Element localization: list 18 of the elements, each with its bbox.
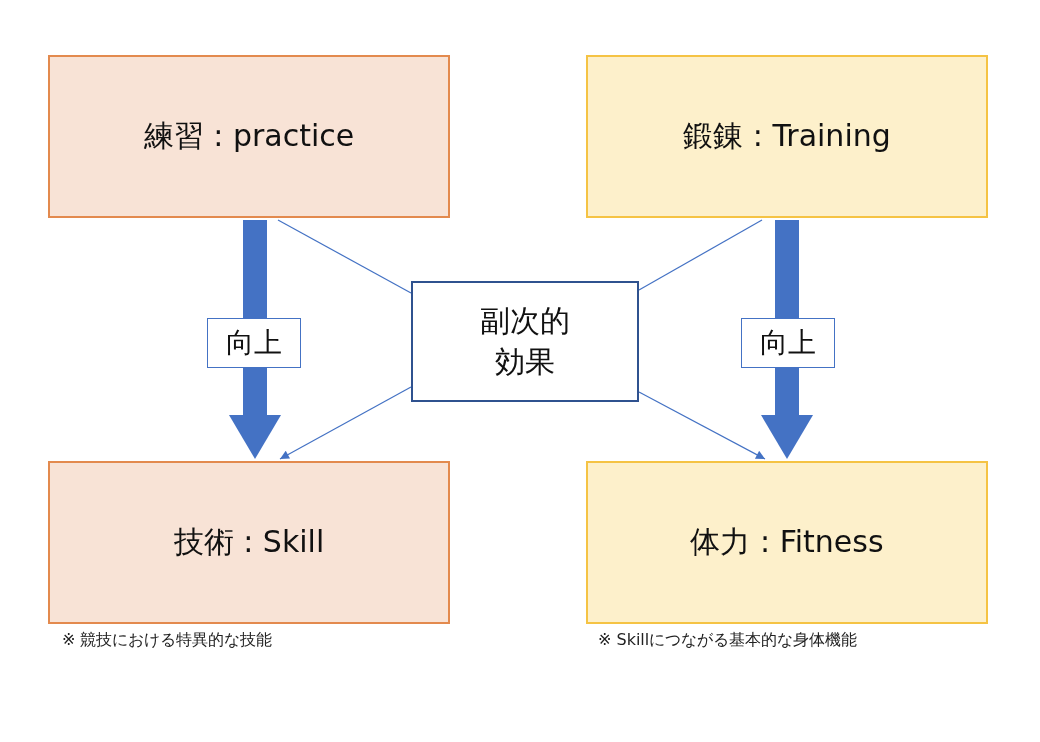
box-label: 練習 : practice [143,117,355,155]
connector-line [638,219,763,291]
effect-box [411,281,639,402]
box-label: 体力 : Fitness [690,523,884,561]
box-label: 鍛錬 : Training [683,117,891,155]
arrow [638,391,766,460]
concept-box [48,461,450,624]
edge-label: 向上 [741,318,835,368]
footnote: ※ Skillにつながる基本的な身体機能 [598,630,858,651]
footnote: ※ 競技における特異的な技能 [62,630,273,651]
connector-line [277,219,412,294]
edge-label: 向上 [207,318,301,368]
concept-box [586,55,988,218]
concept-box [586,461,988,624]
box-label: 副次的効果 [479,302,571,381]
box-label: 技術 : Skill [173,523,325,561]
concept-box [48,55,450,218]
arrow [279,386,412,460]
